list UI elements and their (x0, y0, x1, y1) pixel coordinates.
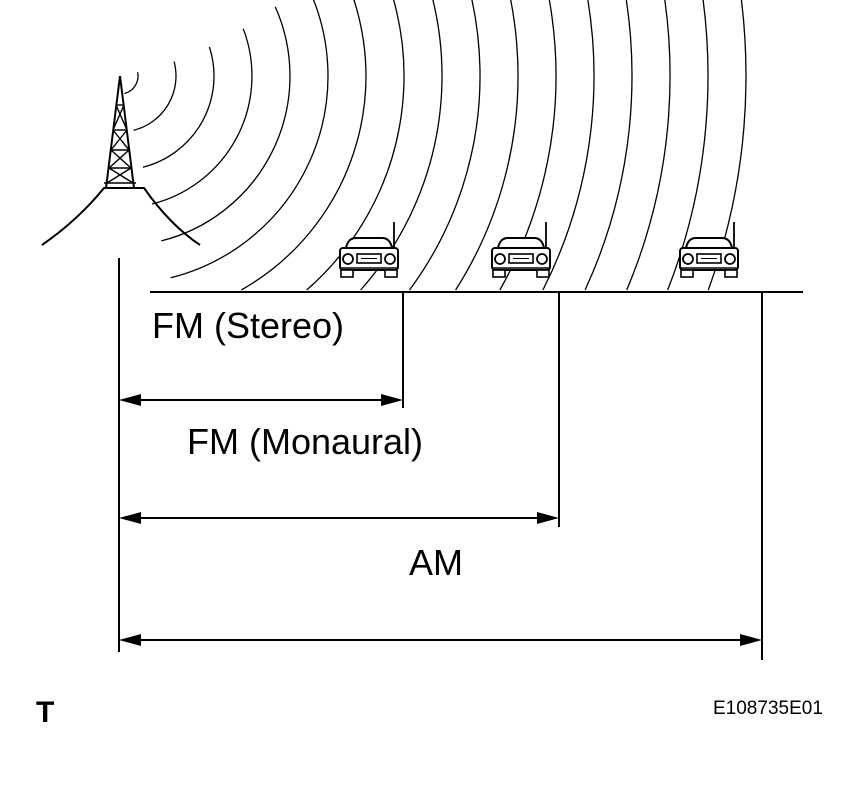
radio-wave-arc (151, 28, 253, 205)
car-icon (491, 222, 551, 278)
radio-wave-arc (133, 61, 177, 131)
radio-wave-arc (360, 0, 443, 291)
radio-wave-arc (707, 0, 747, 291)
radio-wave-arc (584, 0, 633, 291)
radio-wave-arc (142, 46, 215, 168)
radio-wave-arc (408, 0, 481, 291)
fm-monaural-label: FM (Monaural) (187, 421, 423, 462)
car-icon (339, 222, 399, 278)
radio-wave-arc (240, 0, 367, 291)
radio-wave-arc (170, 0, 329, 279)
fm-stereo-range-arrow (119, 394, 403, 406)
radio-wave-arc (455, 0, 519, 291)
radio-wave-arc (499, 0, 557, 291)
am-range-arrow (119, 634, 762, 646)
figure-code: E108735E01 (713, 698, 823, 719)
radio-wave-arc (626, 0, 671, 291)
radio-waves (124, 0, 747, 291)
radio-wave-arc (542, 0, 595, 291)
car-icon (679, 222, 739, 278)
am-label: AM (409, 542, 463, 583)
radio-wave-arc (124, 72, 139, 95)
corner-label: T (36, 696, 54, 729)
transmission-tower-icon (104, 75, 136, 189)
radio-wave-arc (161, 6, 291, 242)
fm-stereo-label: FM (Stereo) (152, 305, 344, 346)
cars (339, 222, 739, 278)
radio-wave-arc (667, 0, 709, 291)
fm-monaural-range-arrow (119, 512, 559, 524)
